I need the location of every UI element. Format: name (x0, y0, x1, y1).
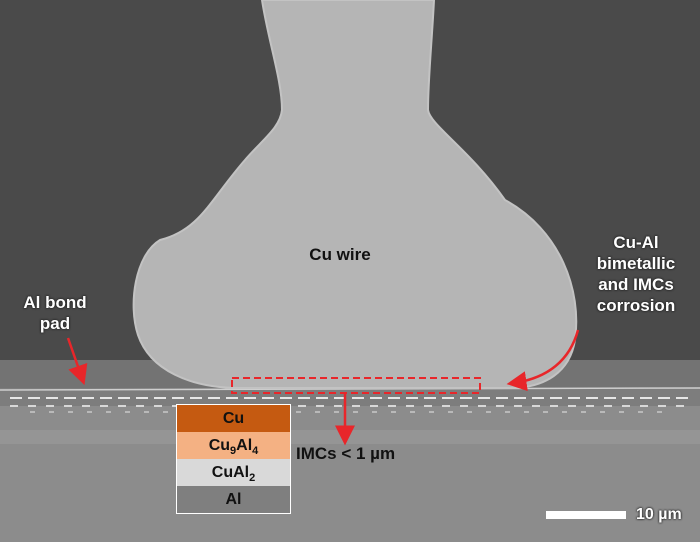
al-bond-pad-line-2: pad (39, 314, 71, 333)
corrosion-label: Cu-Al bimetallic and IMCs corrosion (580, 232, 692, 316)
bond-pad-layer (0, 388, 700, 406)
legend-row-cu9al4: Cu9Al4 (177, 432, 290, 459)
legend-label-cual2: CuAl2 (211, 464, 256, 485)
intermetallic-legend: Cu Cu9Al4 CuAl2 Al (176, 404, 291, 514)
legend-label-cu9al4: Cu9Al4 (208, 437, 259, 458)
cu-wire-label: Cu wire (309, 245, 371, 264)
substrate-band (0, 430, 700, 444)
al-pad-arrow (66, 337, 88, 386)
imc-region-box (231, 377, 481, 394)
scale-bar-label: 10 µm (636, 506, 682, 523)
legend-row-cu: Cu (177, 405, 290, 432)
corrosion-line-3: and IMCs (598, 275, 674, 294)
al-bond-pad-line-1: Al bond (23, 293, 87, 312)
al-bond-pad-label: Al bond pad (12, 292, 98, 334)
legend-row-cual2: CuAl2 (177, 459, 290, 486)
legend-label-cu: Cu (222, 410, 245, 427)
corrosion-arrow (506, 329, 580, 392)
corrosion-line-1: Cu-Al (613, 233, 659, 252)
corrosion-line-4: corrosion (596, 296, 676, 315)
legend-row-al: Al (177, 486, 290, 513)
corrosion-line-2: bimetallic (596, 254, 676, 273)
cu-wire-ball (132, 0, 578, 389)
legend-label-al: Al (225, 491, 242, 508)
imcs-label: IMCs < 1 µm (296, 444, 396, 463)
scale-bar (546, 511, 626, 519)
